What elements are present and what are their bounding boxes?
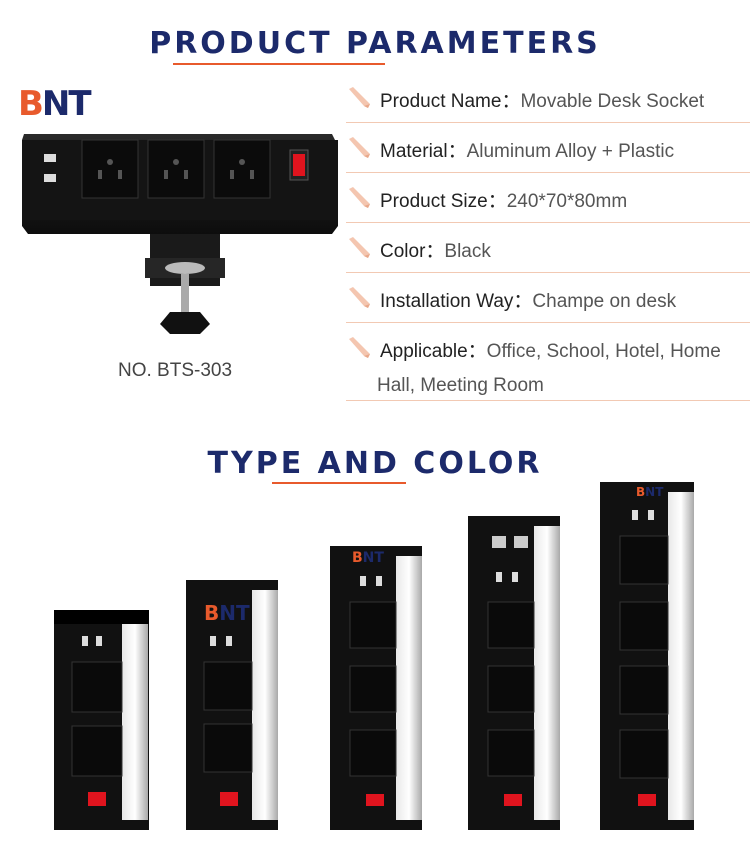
pencil-icon: [349, 287, 370, 308]
desk-socket-image: [22, 134, 338, 334]
param-row-product-size: Product Size：240*70*80mm: [346, 172, 750, 223]
param-row-installation-way: Installation Way：Champe on desk: [346, 272, 750, 323]
param-row-applicable: Applicable：Office, School, Hotel, Home H…: [346, 322, 750, 401]
model-number: NO. BTS-303: [118, 360, 233, 381]
power-switch: [293, 154, 305, 176]
variant-2-outlet: [54, 610, 149, 830]
param-row-product-name: Product Name：Movable Desk Socket: [346, 72, 750, 123]
section-title-product-parameters: PRODUCT PARAMETERS: [149, 26, 601, 61]
pencil-icon: [349, 237, 370, 258]
brand-logo: BNT: [18, 84, 92, 124]
variant-4-outlet: BNT: [600, 482, 694, 830]
section-title-type-and-color: TYPE AND COLOR: [207, 446, 543, 481]
param-row-color: Color：Black: [346, 222, 750, 273]
svg-text:BNT: BNT: [352, 550, 384, 566]
socket-outlet: [81, 139, 139, 199]
variant-3-outlet-rj45: [468, 516, 560, 830]
svg-text:BNT: BNT: [204, 601, 250, 625]
heading-underline: [272, 482, 406, 484]
variant-2-outlet-logo: BNT: [186, 580, 278, 830]
pencil-icon: [349, 187, 370, 208]
heading-underline: [173, 63, 385, 65]
param-row-material: Material：Aluminum Alloy + Plastic: [346, 122, 750, 173]
product-variants-image: BNT BNT BNT: [54, 482, 694, 830]
pencil-icon: [349, 137, 370, 158]
pencil-icon: [349, 337, 370, 358]
variant-3-outlet: BNT: [330, 546, 422, 830]
svg-text:BNT: BNT: [636, 485, 664, 499]
pencil-icon: [349, 87, 370, 108]
socket-outlet: [147, 139, 205, 199]
socket-outlet: [213, 139, 271, 199]
